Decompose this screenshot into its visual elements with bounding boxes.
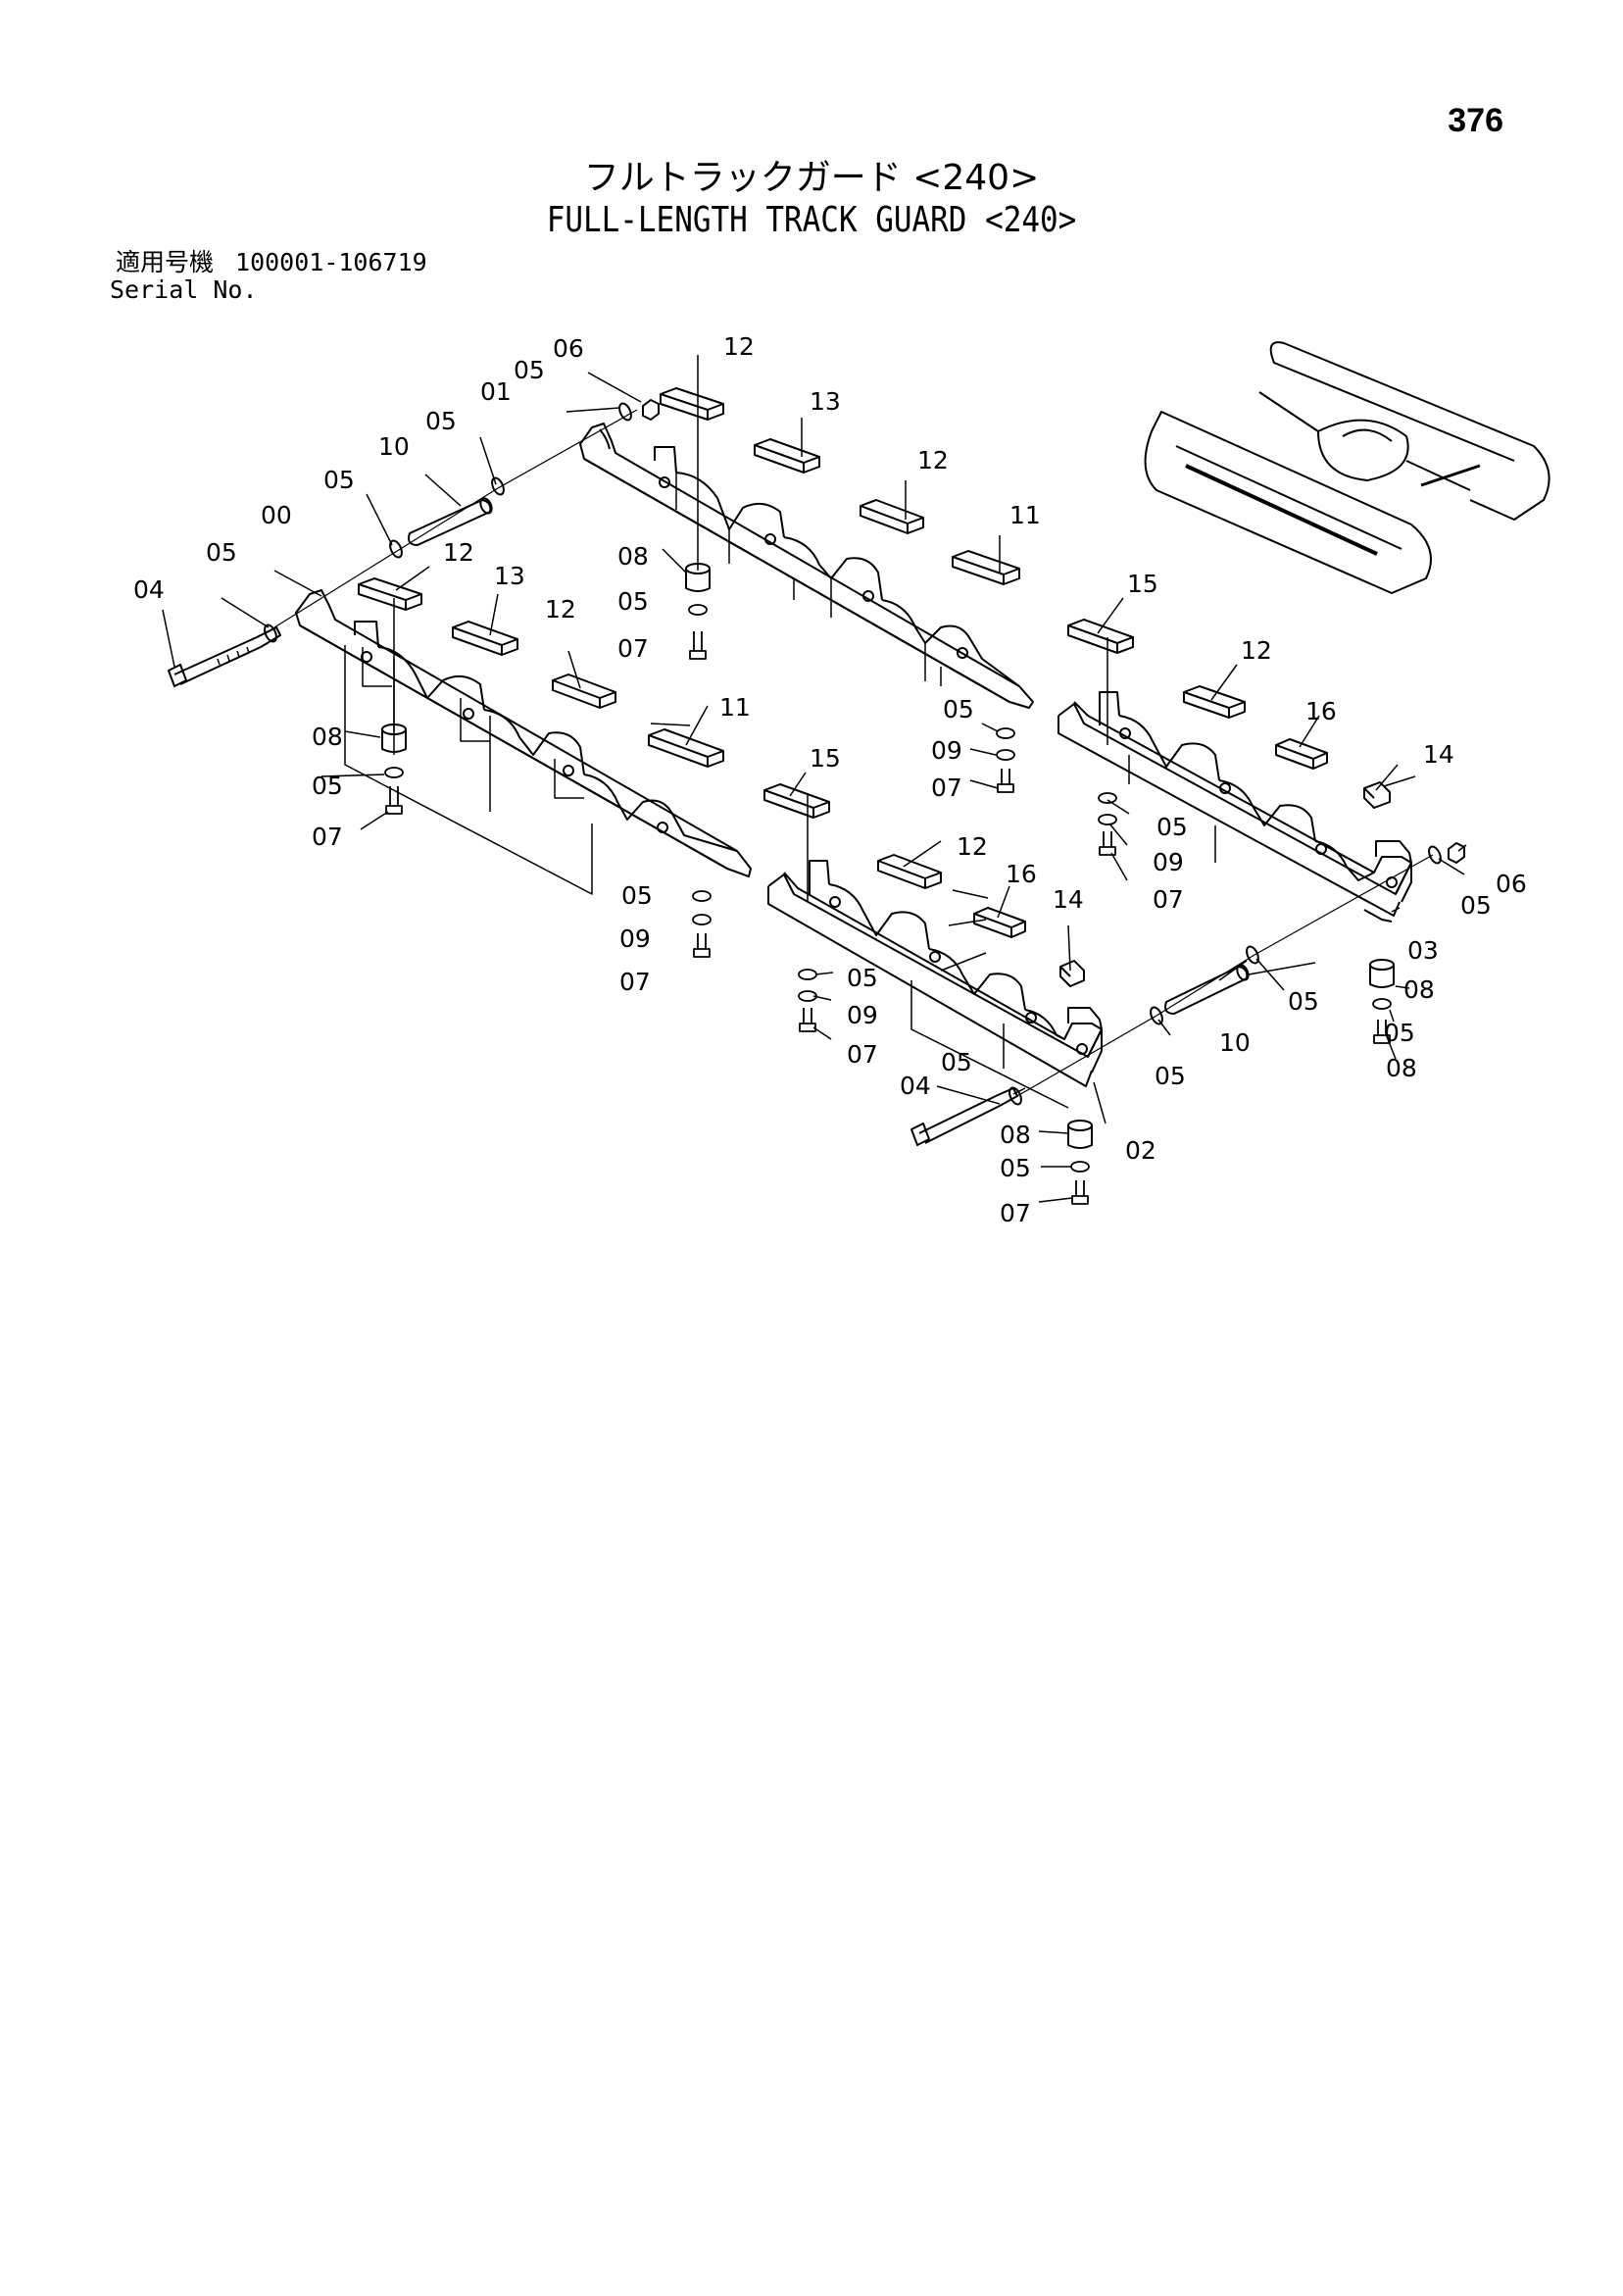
callout-15-lower: 15: [810, 744, 841, 773]
callout-08-a: 08: [617, 542, 649, 571]
lower-left-guard: [295, 589, 752, 895]
callout-07-a: 07: [617, 634, 649, 663]
callout-12-a: 12: [723, 332, 755, 361]
callout-01: 01: [480, 377, 512, 406]
callout-05-o: 05: [941, 1048, 972, 1076]
right-upper-guard: [1057, 691, 1412, 923]
callout-05-f: 05: [312, 772, 343, 800]
callout-05-b: 05: [425, 407, 457, 435]
callout-08-c: 08: [1000, 1121, 1031, 1149]
callout-15-upper: 15: [1127, 570, 1158, 598]
callout-07-d: 07: [619, 968, 651, 996]
serial-label-en: Serial No.: [110, 275, 258, 304]
title-japanese: フルトラックガード <240>: [583, 158, 1040, 198]
callout-08-e: 08: [1386, 1054, 1417, 1082]
callout-08-b: 08: [312, 723, 343, 751]
callout-13-upper: 13: [810, 387, 841, 416]
callout-05-a: 05: [514, 356, 545, 384]
serial-range: 100001-106719: [235, 248, 427, 276]
callout-05-m: 05: [1384, 1019, 1415, 1047]
callout-05-j: 05: [1460, 891, 1492, 920]
callout-14-right: 14: [1423, 740, 1454, 769]
callout-05-c: 05: [323, 466, 355, 494]
upper-left-guard: [579, 423, 1034, 709]
callout-05-n: 05: [1155, 1062, 1186, 1090]
callout-07-f: 07: [847, 1040, 878, 1069]
callout-06-left: 06: [553, 334, 584, 363]
assembly-axes: [273, 409, 1434, 1097]
callout-05-i: 05: [1156, 813, 1188, 841]
callout-05-k: 05: [847, 964, 878, 992]
callout-07-c: 07: [931, 774, 962, 802]
callout-05-p: 05: [1000, 1154, 1031, 1182]
callout-10-right: 10: [1219, 1028, 1251, 1057]
callout-16-upper: 16: [1305, 697, 1337, 725]
callout-09-a: 09: [931, 736, 962, 765]
right-lower-guard: [767, 860, 1103, 1109]
callout-02: 02: [1125, 1136, 1156, 1165]
undercarriage-thumbnail: [1144, 341, 1550, 594]
callout-04-left: 04: [133, 575, 165, 604]
callout-05-h: 05: [621, 881, 653, 910]
callout-13-lower: 13: [494, 562, 525, 590]
callout-14-lower: 14: [1053, 885, 1084, 914]
callout-05-l: 05: [1288, 987, 1319, 1016]
callout-09-d: 09: [847, 1001, 878, 1029]
serial-block: 適用号機 100001-106719 Serial No.: [110, 248, 427, 304]
serial-label-jp: 適用号機: [116, 248, 215, 276]
callout-10-left: 10: [378, 432, 410, 461]
callout-11-upper: 11: [1009, 501, 1041, 529]
callout-07-e: 07: [1153, 885, 1184, 914]
callout-12-c: 12: [443, 538, 474, 567]
hardware: [168, 399, 1465, 1205]
callout-05-e: 05: [617, 587, 649, 616]
cover-plates: [358, 387, 1391, 987]
callout-07-b: 07: [312, 823, 343, 851]
callout-04-right: 04: [900, 1072, 931, 1100]
callout-05-g: 05: [943, 695, 974, 724]
callout-05-d: 05: [206, 538, 237, 567]
callout-16-lower: 16: [1006, 860, 1037, 888]
callout-06-right: 06: [1496, 870, 1527, 898]
callout-07-g: 07: [1000, 1199, 1031, 1227]
callout-12-e: 12: [1241, 636, 1272, 665]
callout-00: 00: [261, 501, 292, 529]
title-english: FULL-LENGTH TRACK GUARD <240>: [546, 200, 1077, 240]
callout-03: 03: [1407, 936, 1439, 965]
callout-labels: 00 01 02 03 04 04 05 05 05 05 05 05 05 0…: [133, 332, 1527, 1227]
callout-12-b: 12: [917, 446, 949, 474]
callout-11-lower: 11: [719, 693, 751, 722]
callout-09-b: 09: [619, 924, 651, 953]
page-number: 376: [1448, 102, 1503, 139]
callout-09-c: 09: [1153, 848, 1184, 876]
callout-12-d: 12: [545, 595, 576, 624]
callout-12-f: 12: [957, 832, 988, 861]
leader-lines: [162, 355, 1467, 1203]
callout-08-d: 08: [1403, 975, 1435, 1004]
